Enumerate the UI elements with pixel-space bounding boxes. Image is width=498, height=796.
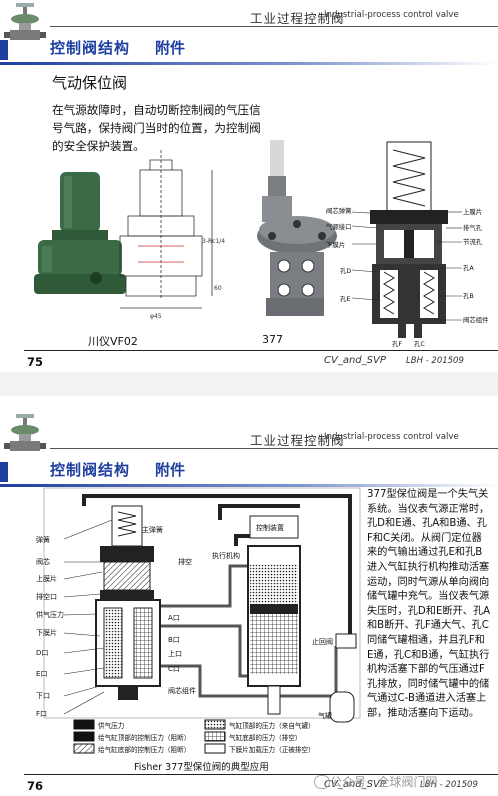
footer-divider (24, 350, 498, 351)
slide-header: 工业过程控制阀 Industrial-process control valve (0, 396, 498, 451)
callout-supply-port: 气源接口 (326, 222, 352, 231)
fisher-377-cross-section (351, 141, 462, 338)
description-text: 377型保位阀是一个失气关系统。当仪表气源正常时，孔D和E通、孔A和B通、孔F和… (367, 489, 491, 719)
caption-377: 377 (262, 333, 283, 346)
footer-author: LBH - 201509 (406, 356, 464, 366)
callout-port-b: 孔B (463, 292, 474, 300)
slide-footer: 76 CV_and_SVP LBH - 201509 (0, 774, 498, 796)
footer-divider (24, 774, 498, 775)
callout-port-a: 孔A (463, 264, 474, 272)
header-title-cn: 工业过程控制阀 (250, 433, 345, 448)
callout-port-e: 孔E (340, 295, 350, 303)
wechat-icon (314, 775, 330, 789)
dim-diameter: φ45 (150, 313, 162, 320)
slide-75: 工业过程控制阀 Industrial-process control valve… (0, 0, 498, 372)
fisher-377-photo (257, 140, 337, 316)
title-band: 控制阀结构 附件 (0, 456, 498, 490)
slide-header: 工业过程控制阀 Industrial-process control valve (0, 0, 498, 40)
slide-title: 控制阀结构 (50, 39, 131, 57)
legend-swatch-supply (73, 719, 95, 730)
title-underline (0, 62, 498, 65)
label-port-f: F口 (36, 710, 47, 718)
title-band: 控制阀结构 附件 (0, 34, 498, 68)
label-vent: 排空 (178, 557, 192, 566)
page-number: 75 (27, 355, 44, 369)
callout-port-f: 孔F (392, 340, 402, 348)
title-accent-bar (0, 40, 8, 60)
callout-spring: 阀芯弹簧 (326, 206, 352, 215)
label-port-a: A口 (168, 614, 180, 622)
legend-swatch-bottom-control (73, 743, 95, 754)
section-heading: 气动保位阀 (52, 74, 128, 92)
legend-text-bottom-control: 给气缸底部的控制压力（阻断） (98, 745, 190, 754)
slide-footer: 75 CV_and_SVP LBH - 201509 (0, 350, 498, 372)
description-text: 在气源故障时，自动切断控制阀的气压信号气路，保持阀门当时的位置，为控制阀的安全保… (52, 103, 261, 153)
legend: 供气压力 给气缸顶部的控制压力（阻断） 给气缸底部的控制压力（阻断） 气缸顶部的… (73, 719, 315, 754)
valve-logo-icon (4, 3, 46, 40)
label-upper-port: 上口 (168, 649, 182, 658)
label-gas-tank: 气罐 (318, 711, 332, 720)
footer-course: CV_and_SVP (324, 779, 386, 790)
label-lower-diaphragm: 下膜片 (36, 628, 57, 637)
label-main-spring: 主弹簧 (142, 525, 163, 534)
label-port-e: E口 (36, 670, 47, 678)
label-port-c: C口 (168, 665, 180, 673)
label-exhaust-port: 排空口 (36, 592, 57, 601)
figure-caption: Fisher 377型保位阀的典型应用 (134, 762, 269, 773)
label-plug: 阀芯 (36, 557, 50, 566)
header-title-cn: 工业过程控制阀 (250, 11, 345, 26)
footer-course: CV_and_SVP (324, 355, 386, 366)
label-upper-diaphragm: 上膜片 (36, 574, 57, 583)
footer-author: LBH - 201509 (420, 780, 478, 790)
label-lower-port: 下口 (36, 692, 50, 700)
callout-port-d: 孔D (340, 267, 351, 275)
label-spring: 弹簧 (36, 535, 50, 544)
legend-text-top-control: 给气缸顶部的控制压力（阻断） (98, 733, 190, 742)
legend-swatch-bottom-exhaust (204, 731, 226, 742)
valve-logo-icon (4, 414, 46, 451)
header-divider (50, 448, 498, 449)
legend-swatch-top-tank (204, 719, 226, 730)
title-underline (0, 484, 498, 487)
header-divider (50, 26, 498, 27)
callout-orifice: 节流孔 (463, 237, 483, 246)
legend-swatch-top-control (73, 731, 95, 742)
legend-text-lower-diaphragm: 下膜片加载压力（正被排空） (229, 745, 315, 754)
vf02-dimension-drawing (119, 150, 213, 309)
vf02-valve-photo (34, 172, 126, 294)
dim-height: 60 (214, 285, 222, 292)
title-accent-bar (0, 462, 8, 482)
label-control-device: 控制装置 (256, 523, 284, 532)
slide-subtitle: 附件 (155, 461, 186, 479)
callout-port-c: 孔C (414, 340, 425, 348)
page-number: 76 (27, 779, 44, 793)
slide-separator (0, 372, 498, 396)
slide-subtitle: 附件 (155, 39, 186, 57)
label-plug-assembly: 阀芯组件 (168, 686, 196, 695)
header-title-en: Industrial-process control valve (324, 10, 459, 20)
legend-swatch-lower-diaphragm (204, 743, 226, 754)
legend-text-supply: 供气压力 (98, 721, 124, 730)
dim-thread: 3-Rc1/4 (202, 238, 225, 245)
slide-title: 控制阀结构 (50, 461, 131, 479)
label-supply-pressure: 供气压力 (36, 610, 64, 619)
label-check-valve: 止回阀 (312, 637, 333, 646)
header-title-en: Industrial-process control valve (324, 432, 459, 442)
callout-vent: 排气孔 (463, 223, 483, 232)
caption-vf02: 川仪VF02 (88, 335, 138, 348)
callout-plug-assembly: 阀芯组件 (463, 315, 489, 324)
watermark-text: 公众号 · 全球阀门网 (330, 775, 438, 789)
label-actuator: 执行机构 (212, 551, 240, 560)
slide1-figures: 3-Rc1/4 60 φ45 (34, 140, 489, 348)
slide-76: 工业过程控制阀 Industrial-process control valve… (0, 396, 498, 796)
fisher-377-application-diagram: 弹簧 阀芯 上膜片 排空口 供气压力 下膜片 D口 E口 下口 F口 主弹簧 排… (36, 487, 361, 754)
legend-text-top-tank: 气缸顶部的压力（来自气罐） (229, 721, 315, 730)
legend-text-bottom-exhaust: 气缸底部的压力（排空） (229, 733, 302, 742)
label-port-d: D口 (36, 649, 48, 657)
callout-lower-diaphragm: 下膜片 (326, 240, 345, 249)
label-port-b: B口 (168, 636, 180, 644)
callout-upper-diaphragm: 上膜片 (463, 207, 482, 216)
